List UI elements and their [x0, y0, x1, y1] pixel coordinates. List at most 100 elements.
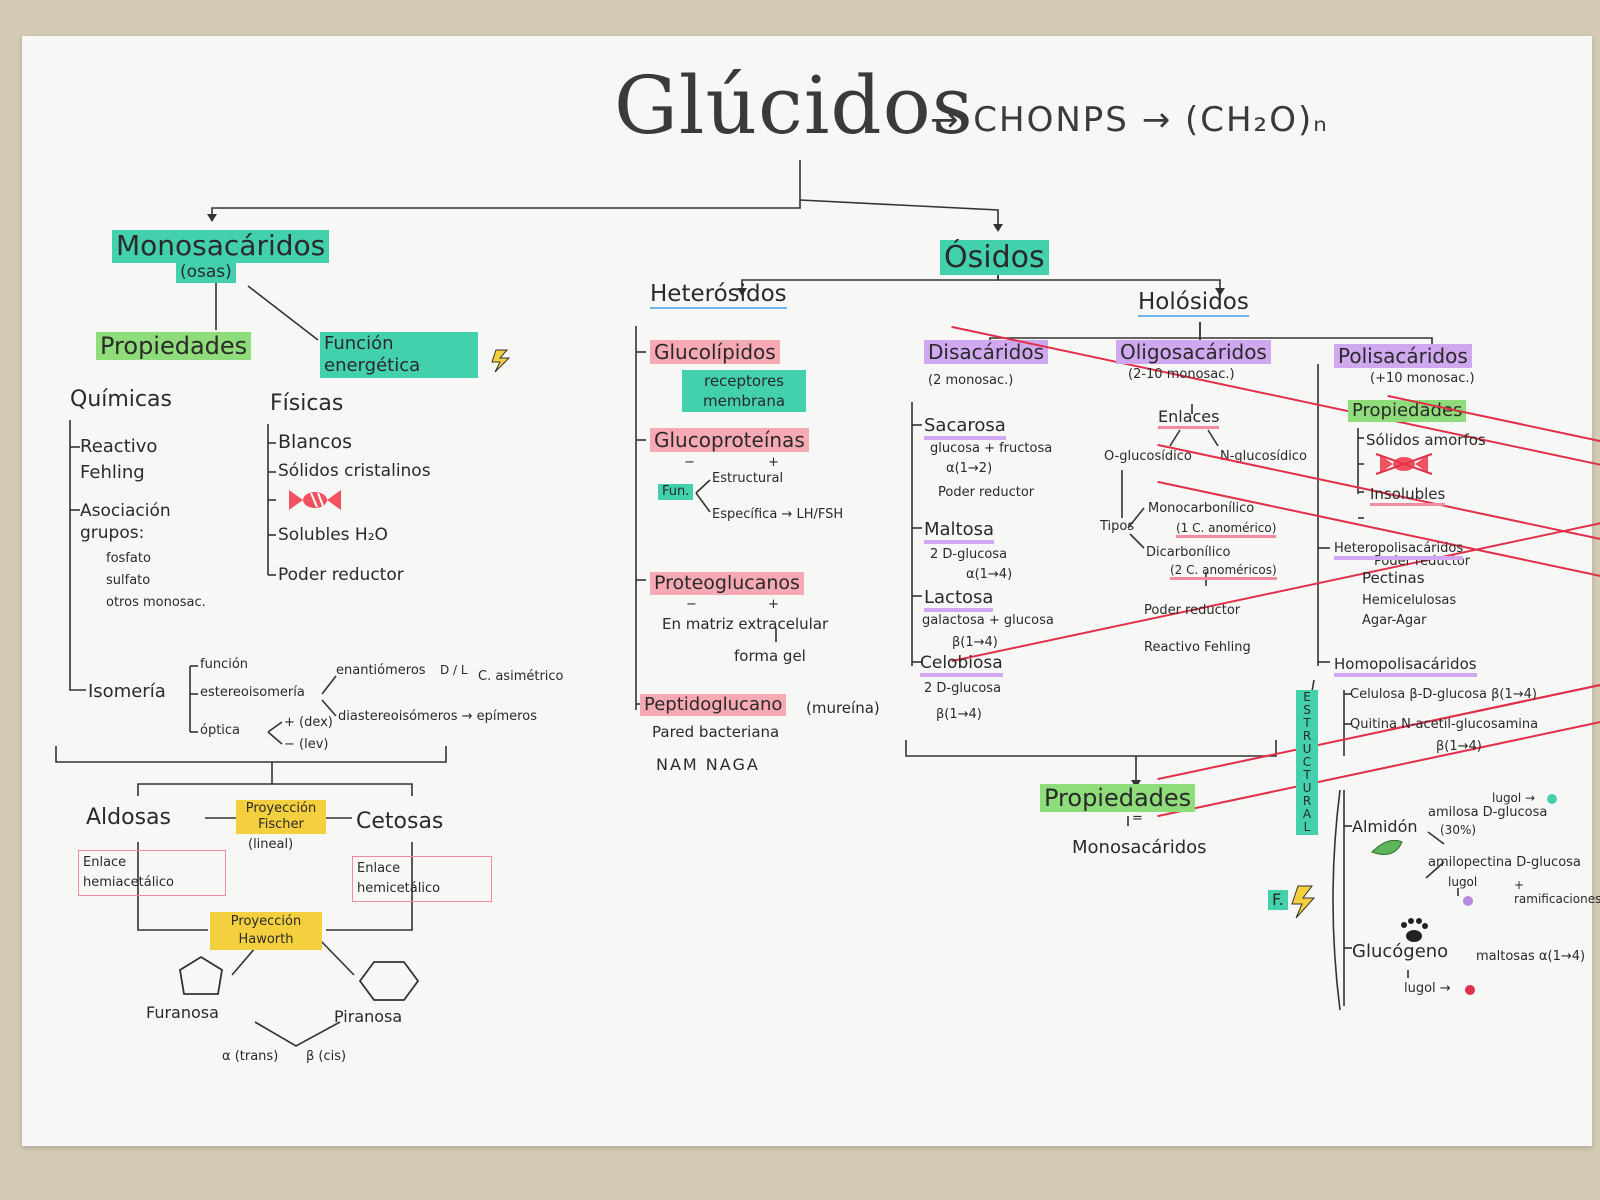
disacaridos-sub: (2 monosac.)	[928, 373, 1014, 388]
isomeria-optica: óptica	[200, 723, 241, 738]
propiedades-heading: Propiedades	[96, 332, 252, 361]
glucoproteinas-minus: −	[684, 455, 695, 470]
paper-sheet	[22, 36, 1592, 1146]
heterosidos-heading: Heterósidos	[650, 281, 787, 310]
proteoglucanos-plus: +	[768, 597, 779, 612]
quitina-bond: β(1→4)	[1436, 739, 1482, 754]
pared-bacteriana: Pared bacteriana	[652, 723, 780, 741]
enantiomeros: enantiómeros	[336, 663, 426, 678]
almidon-label: Almidón	[1352, 817, 1418, 836]
hetero-hemicelulosas: Hemicelulosas	[1362, 593, 1457, 608]
page-title: Glúcidos	[614, 59, 974, 152]
celulosa-label: Celulosa β-D-glucosa β(1→4)	[1350, 687, 1538, 702]
title-formula: → CHONPS → (CH₂O)ₙ	[930, 100, 1329, 140]
red-dot-icon	[1465, 985, 1475, 995]
ramificaciones-label: + ramificaciones	[1514, 878, 1600, 906]
furanosa-label: Furanosa	[146, 1003, 219, 1022]
peptidoglucano-heading: Peptidoglucano	[640, 694, 787, 716]
holosidos-heading: Holósidos	[1138, 289, 1249, 318]
maltosa-line2: α(1→4)	[966, 567, 1013, 582]
beta-cis: β (cis)	[306, 1049, 347, 1064]
amilosa-lugol: lugol →	[1492, 791, 1536, 805]
oligosacaridos-heading: Oligosacáridos	[1116, 340, 1271, 364]
proyeccion-fischer: Proyección Fischer	[236, 800, 326, 834]
dextrogiro: + (dex)	[284, 715, 333, 730]
maltosa-line1: 2 D-glucosa	[930, 547, 1008, 562]
quimicas-label: Químicas	[70, 387, 172, 412]
reactivo-fehling: Reactivo Fehling	[80, 436, 158, 483]
heteropolisacaridos-label: Heteropolisacáridos	[1334, 541, 1464, 561]
candy-crossed-icon	[1375, 453, 1433, 475]
prop-solidos-amorfos: Sólidos amorfos	[1366, 431, 1486, 449]
disacaridos-heading: Disacáridos	[924, 340, 1049, 364]
teal-dot-icon	[1547, 794, 1557, 804]
fisicas-blancos: Blancos	[278, 431, 352, 453]
fun-label: Fun.	[658, 484, 694, 501]
polisacaridos-heading: Polisacáridos	[1334, 344, 1472, 368]
candy-icon	[289, 490, 341, 510]
lactosa-line1: galactosa + glucosa	[922, 613, 1054, 628]
amilopectina-lugol: lugol	[1448, 875, 1478, 889]
prop-insolubles: Insolubles	[1370, 486, 1446, 506]
enlace-hemicetalico: Enlace hemicetálico	[352, 856, 492, 902]
propiedades2-monosacaridos: Monosacáridos	[1072, 837, 1207, 858]
n-glucosidico: N-glucosídico	[1220, 449, 1307, 464]
oligo-reactivo-fehling: Reactivo Fehling	[1144, 640, 1600, 655]
dicarbonilico: Dicarbonílico	[1146, 545, 1231, 560]
grupo-sulfato: sulfato	[106, 573, 151, 588]
proyeccion-haworth: Proyección Haworth	[210, 912, 322, 950]
monosacaridos-subheading: (osas)	[176, 262, 236, 283]
fisicas-label: Físicas	[270, 391, 344, 416]
isomeria-funcion: función	[200, 657, 249, 672]
celobiosa-line1: 2 D-glucosa	[924, 681, 1002, 696]
glucogeno-maltosas: maltosas α(1→4)	[1476, 949, 1586, 964]
lactosa-label: Lactosa	[924, 588, 994, 612]
forma-gel: forma gel	[734, 647, 806, 665]
enlace-hemiacetalico: Enlace hemiacetálico	[78, 850, 226, 896]
alfa-trans: α (trans)	[222, 1049, 279, 1064]
homopolisacaridos-label: Homopolisacáridos	[1334, 656, 1477, 677]
sacarosa-poder-reductor: Poder reductor	[938, 485, 1600, 500]
hexagon-icon	[358, 961, 420, 1001]
diastereoisomeros: diastereoisómeros → epímeros	[338, 709, 537, 724]
leaf-icon	[1371, 839, 1403, 855]
fisicas-solidos: Sólidos cristalinos	[278, 461, 431, 481]
isomeria-estereo: estereoisomería	[200, 685, 305, 700]
lightning-icon	[491, 349, 511, 373]
celobiosa-label: Celobiosa	[920, 654, 1003, 677]
pentagon-icon	[179, 955, 223, 995]
glucogeno-label: Glucógeno	[1352, 941, 1449, 962]
fisicas-poder-reductor: Poder reductor	[278, 565, 404, 585]
levogiro: − (lev)	[284, 737, 329, 752]
amilosa-label: amilosa D-glucosa	[1428, 805, 1548, 820]
paw-icon	[1401, 918, 1428, 942]
proteoglucanos-heading: Proteoglucanos	[650, 572, 804, 595]
quitina-label: Quitina N-acetil-glucosamina	[1350, 717, 1539, 732]
dl-label: D / L	[440, 663, 468, 677]
amilosa-pct: (30%)	[1440, 823, 1477, 837]
polisacaridos-propiedades: Propiedades	[1348, 400, 1467, 422]
propiedades2-heading: Propiedades	[1040, 784, 1196, 813]
fun-especifica: Específica → LH/FSH	[712, 507, 844, 522]
fun-estructural: Estructural	[712, 471, 784, 486]
amilopectina-label: amilopectina D-glucosa	[1428, 855, 1581, 870]
oligo-poder-reductor: Poder reductor	[1144, 603, 1600, 618]
oligosacaridos-sub: (2-10 monosac.)	[1128, 367, 1235, 382]
monocarbonilico-sub: (1 C. anomérico)	[1176, 521, 1277, 539]
sacarosa-label: Sacarosa	[924, 416, 1006, 440]
en-matriz: En matriz extracelular	[662, 615, 829, 633]
hetero-agar: Agar-Agar	[1362, 613, 1427, 628]
osidos-heading: Ósidos	[940, 240, 1049, 275]
asociacion-grupos: Asociación grupos:	[80, 501, 171, 543]
o-glucosidico: O-glucosídico	[1104, 449, 1192, 464]
fisicas-solubles: Solubles H₂O	[278, 525, 388, 545]
cetosas-label: Cetosas	[356, 809, 444, 834]
nam-naga: NAM NAGA	[656, 755, 760, 774]
tipos-label: Tipos	[1100, 519, 1135, 534]
sacarosa-line1: glucosa + fructosa	[930, 441, 1053, 456]
sacarosa-line2: α(1→2)	[946, 461, 993, 476]
lightning-icon-2	[1291, 885, 1316, 919]
glucogeno-lugol: lugol →	[1404, 981, 1451, 996]
aldosas-label: Aldosas	[86, 805, 171, 830]
